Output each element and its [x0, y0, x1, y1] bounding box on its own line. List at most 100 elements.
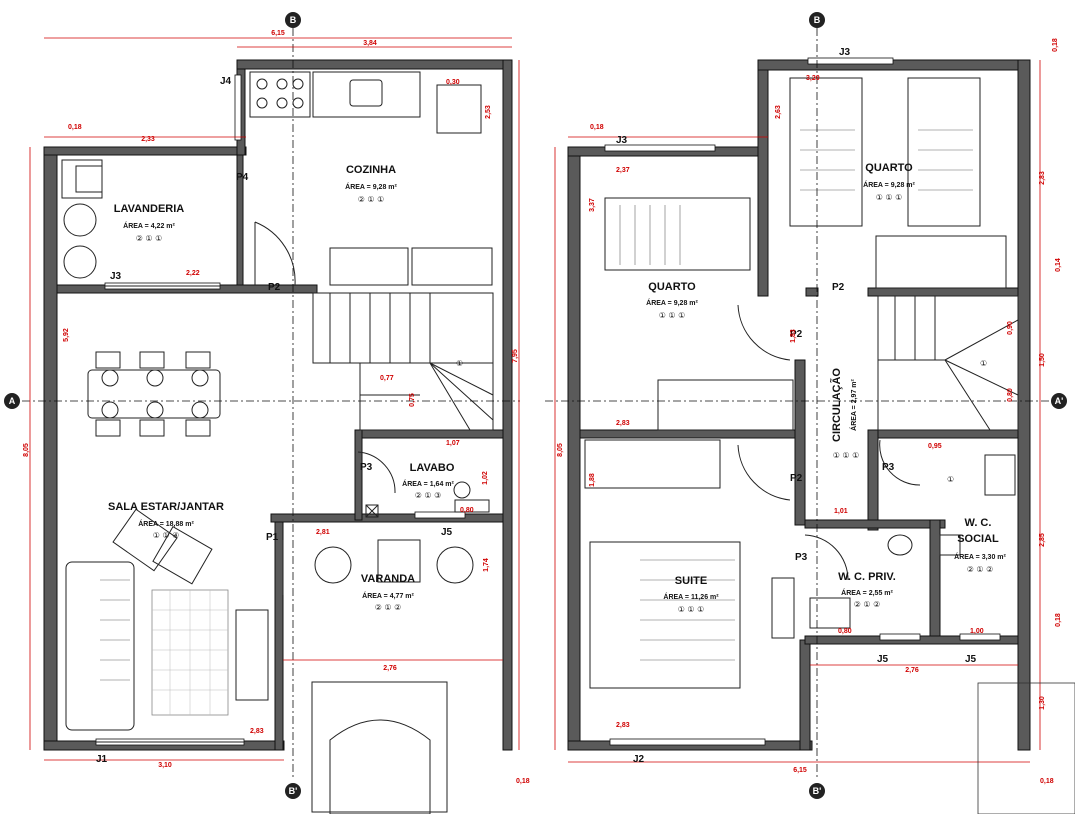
dim-g-varanda-174: 1,74 — [483, 558, 490, 572]
dim-u-bottom-018: 0,18 — [1040, 778, 1054, 785]
upper-floor-plan — [545, 28, 1075, 814]
section-marker-b-bottom-right: B' — [813, 786, 822, 796]
dim-u-283b: 2,83 — [616, 722, 630, 729]
wc-social-mark: ① — [947, 475, 954, 484]
dim-u-left-018: 0,18 — [590, 124, 604, 131]
room-area-lavabo: ÁREA = 1,64 m² — [402, 479, 454, 488]
room-name-quarto-2: QUARTO — [865, 162, 913, 174]
room-area-lavanderia: ÁREA = 4,22 m² — [123, 221, 175, 230]
room-code-varanda: ② ① ② — [375, 603, 402, 612]
section-marker-a-right: A' — [1055, 396, 1064, 406]
room-area-cozinha: ÁREA = 9,28 m² — [345, 182, 397, 191]
room-name-lavabo: LAVABO — [410, 462, 455, 474]
dim-g-left-total: 8,05 — [23, 443, 30, 457]
label-j5-ground: J5 — [441, 527, 453, 538]
label-j2: J2 — [633, 754, 645, 765]
label-j5-upper-b: J5 — [965, 654, 977, 665]
room-area-varanda: ÁREA = 4,77 m² — [362, 591, 414, 600]
ground-floor-plan — [22, 28, 520, 814]
dim-g-sala-mid: 5,92 — [63, 328, 70, 342]
dim-u-wc-100: 1,00 — [970, 628, 984, 635]
dim-g-varanda-281: 2,81 — [316, 529, 330, 536]
dim-u-014: 0,14 — [1055, 258, 1062, 272]
room-code-wc-social: ② ① ② — [967, 565, 994, 574]
room-code-wc-priv: ② ① ② — [854, 600, 881, 609]
dim-u-276: 2,76 — [905, 667, 919, 674]
dim-u-130: 1,30 — [1039, 696, 1046, 710]
dim-g-kitchen-depth: 2,53 — [485, 105, 492, 119]
room-code-lavabo: ② ① ③ — [415, 491, 442, 500]
room-area-wc-priv: ÁREA = 2,55 m² — [841, 588, 893, 597]
stair-mark-upper: ① — [980, 359, 987, 368]
dim-g-kitchen-width: 3,84 — [363, 40, 377, 47]
dim-g-laundry-j3: 2,22 — [186, 270, 200, 277]
dim-g-077: 0,77 — [380, 375, 394, 382]
room-code-sala: ① ① ④ — [153, 531, 180, 540]
room-name-lavanderia: LAVANDERIA — [114, 203, 185, 215]
dim-g-wall-018a: 0,18 — [68, 124, 82, 131]
label-p4: P4 — [236, 172, 249, 183]
room-code-quarto-1: ① ① ① — [659, 311, 686, 320]
room-code-suite: ① ① ① — [678, 605, 705, 614]
room-name-suite: SUITE — [675, 575, 707, 587]
dim-u-left-total: 8,05 — [557, 443, 564, 457]
dim-u-right-150: 1,50 — [1039, 353, 1046, 367]
label-p2-upper-a: P2 — [832, 282, 845, 293]
dim-g-bottom-018: 0,18 — [516, 778, 530, 785]
dim-u-total-bottom: 6,15 — [793, 767, 807, 774]
dim-g-075: 0,75 — [409, 393, 416, 407]
label-j3-upper-left: J3 — [616, 135, 628, 146]
room-name-circulacao: CIRCULAÇÃO — [830, 368, 843, 442]
room-name-quarto-1: QUARTO — [648, 281, 696, 293]
dim-g-right-total: 7,95 — [512, 349, 519, 363]
stair-mark-ground: ① — [456, 359, 463, 368]
dim-u-total-top-018: 0,18 — [1052, 38, 1059, 52]
label-j3-ground: J3 — [110, 271, 122, 282]
label-p3-ground: P3 — [360, 462, 373, 473]
dim-g-laundry-width: 2,33 — [141, 136, 155, 143]
dim-u-090: 0,90 — [1007, 321, 1014, 335]
dim-u-183: 1,83 — [790, 329, 797, 343]
dim-u-q2-320: 3,20 — [806, 75, 820, 82]
label-p3-upper-b: P3 — [795, 552, 808, 563]
label-p2-upper-c: P2 — [790, 473, 803, 484]
dim-u-285: 2,85 — [1039, 533, 1046, 547]
room-area-quarto-2: ÁREA = 9,28 m² — [863, 180, 915, 189]
dim-u-suite-188: 1,88 — [589, 473, 596, 487]
dim-u-080: 0,80 — [1007, 388, 1014, 402]
dim-u-q-337: 3,37 — [589, 198, 596, 212]
dim-g-bottom-310: 3,10 — [158, 762, 172, 769]
dim-g-kitchen-030: 0,30 — [446, 79, 460, 86]
label-j3-upper-top: J3 — [839, 47, 851, 58]
dim-u-018b: 0,18 — [1055, 613, 1062, 627]
dim-u-101: 1,01 — [834, 508, 848, 515]
dim-g-lav-107: 1,07 — [446, 440, 460, 447]
dim-g-lav-102: 1,02 — [482, 471, 489, 485]
room-code-cozinha: ② ① ① — [358, 195, 385, 204]
room-name-varanda: VARANDA — [361, 573, 415, 585]
dim-g-276: 2,76 — [383, 665, 397, 672]
dim-u-q-237: 2,37 — [616, 167, 630, 174]
label-p2-upper-b: P2 — [790, 329, 803, 340]
room-name-wc-social-line1: W. C. — [965, 517, 992, 529]
dim-u-wc-095: 0,95 — [928, 443, 942, 450]
section-marker-b-bottom-left: B' — [289, 786, 298, 796]
room-name-wc-social-line2: SOCIAL — [957, 533, 999, 545]
label-p2-ground: P2 — [268, 282, 281, 293]
room-area-suite: ÁREA = 11,26 m² — [663, 592, 719, 601]
label-p1: P1 — [266, 532, 279, 543]
section-marker-b-top-right: B — [814, 15, 821, 25]
room-name-wc-priv: W. C. PRIV. — [838, 571, 896, 583]
dim-u-wc-080: 0,80 — [838, 628, 852, 635]
label-j5-upper-a: J5 — [877, 654, 889, 665]
room-area-wc-social: ÁREA = 3,30 m² — [954, 552, 1006, 561]
room-area-sala: ÁREA = 18,88 m² — [138, 519, 194, 528]
label-j4: J4 — [220, 76, 232, 87]
section-marker-b-top-left: B — [290, 15, 297, 25]
label-j1: J1 — [96, 754, 108, 765]
dim-g-total-top: 6,15 — [271, 30, 285, 37]
room-area-circulacao: ÁREA = 2,97 m² — [849, 378, 858, 430]
room-code-quarto-2: ① ① ① — [876, 193, 903, 202]
room-name-sala: SALA ESTAR/JANTAR — [108, 501, 224, 513]
